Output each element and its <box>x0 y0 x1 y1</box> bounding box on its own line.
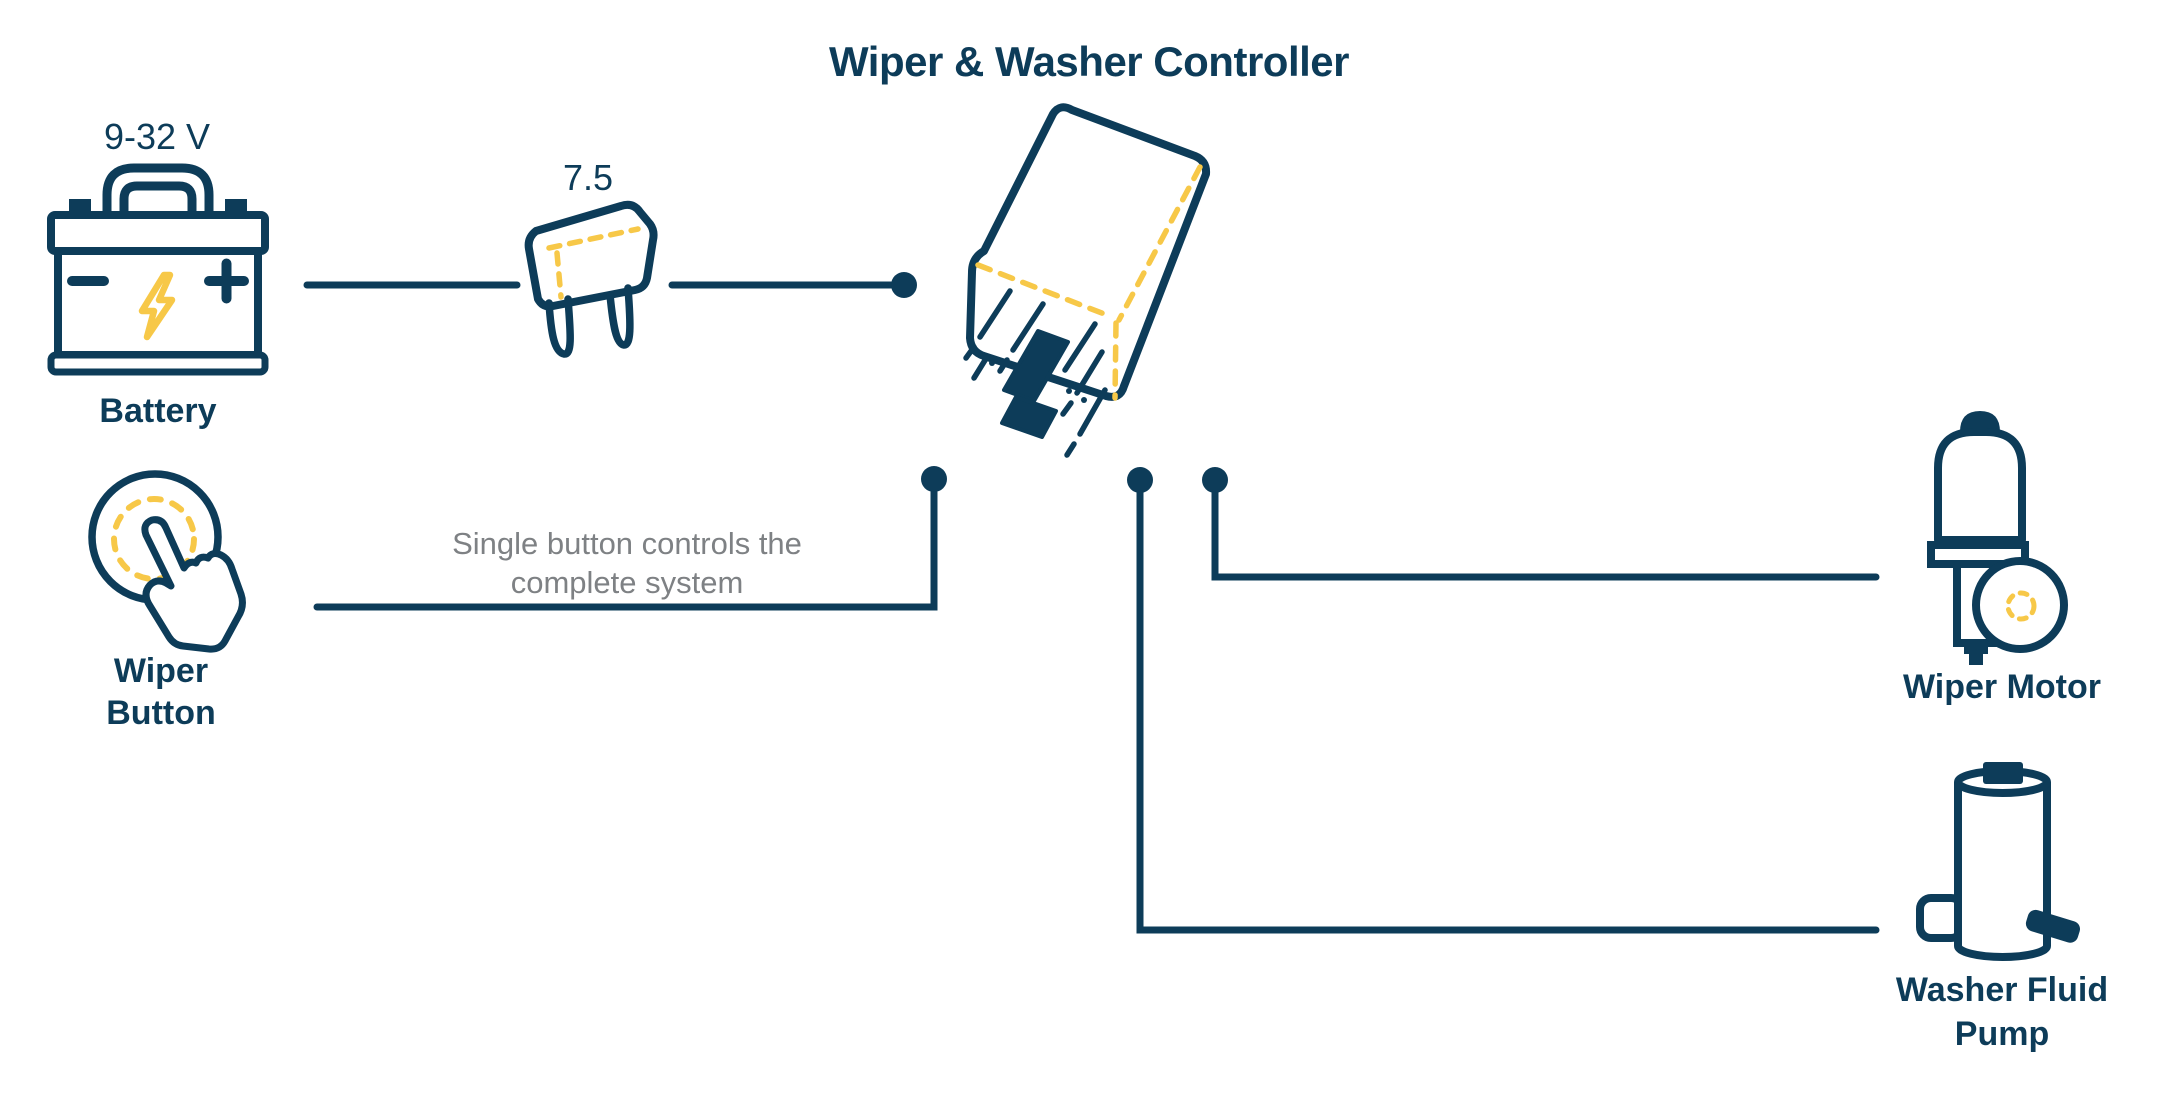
junction-dot <box>1202 467 1228 493</box>
pump-nozzle <box>2025 909 2081 943</box>
note-line-2: complete system <box>510 565 744 600</box>
relay-pin-dots <box>989 360 1087 403</box>
motor-cap <box>1960 411 2000 432</box>
battery-icon <box>47 163 269 376</box>
plus-terminal-icon <box>204 258 249 304</box>
battery-voltage-label: 9-32 V <box>103 116 211 157</box>
wires <box>303 281 1880 934</box>
note-line-1: Single button controls the <box>452 526 802 561</box>
wire-controller-to-pump <box>1136 488 1880 934</box>
note-text: Single button controls the complete syst… <box>452 524 802 602</box>
washer-pump-label: Washer Fluid Pump <box>1896 968 2108 1056</box>
wire-controller-to-motor <box>1211 488 1880 581</box>
wiper-button-label-line-1: Wiper <box>113 652 209 690</box>
washer-fluid-pump-icon <box>1916 762 2081 961</box>
relay-pins <box>963 288 1108 458</box>
junction-dot <box>921 466 947 492</box>
push-button-icon <box>88 470 246 653</box>
junction-dot <box>1127 467 1153 493</box>
relay-hidden-edges <box>975 164 1203 401</box>
lightning-bolt-icon <box>138 271 176 341</box>
wiper-button-label-line-2: Button <box>106 694 216 732</box>
pump-cap <box>1983 762 2023 784</box>
junction-dots <box>891 272 1228 493</box>
wiper-button-label: Wiper Button <box>106 650 216 734</box>
battery-label: Battery <box>99 392 217 430</box>
junction-dot <box>891 272 917 298</box>
washer-pump-label-line-2: Pump <box>1954 1015 2050 1053</box>
fuse-prongs <box>545 284 634 358</box>
washer-pump-label-line-1: Washer Fluid <box>1895 971 2109 1009</box>
wiper-motor-label: Wiper Motor <box>1902 668 2102 706</box>
fuse-rating-label: 7.5 <box>562 157 614 198</box>
controller-title: Wiper & Washer Controller <box>829 38 1349 85</box>
wiper-motor-icon <box>1927 411 2068 665</box>
relay-blade-pins <box>1000 329 1070 439</box>
motor-hub-icon <box>2005 590 2037 622</box>
button-glow-icon <box>111 496 197 582</box>
relay-controller-icon <box>963 103 1211 458</box>
fuse-icon <box>524 200 658 358</box>
fuse-hidden-edges <box>546 226 641 300</box>
pressing-hand-icon <box>141 516 246 653</box>
wire-button-to-controller <box>313 488 938 611</box>
